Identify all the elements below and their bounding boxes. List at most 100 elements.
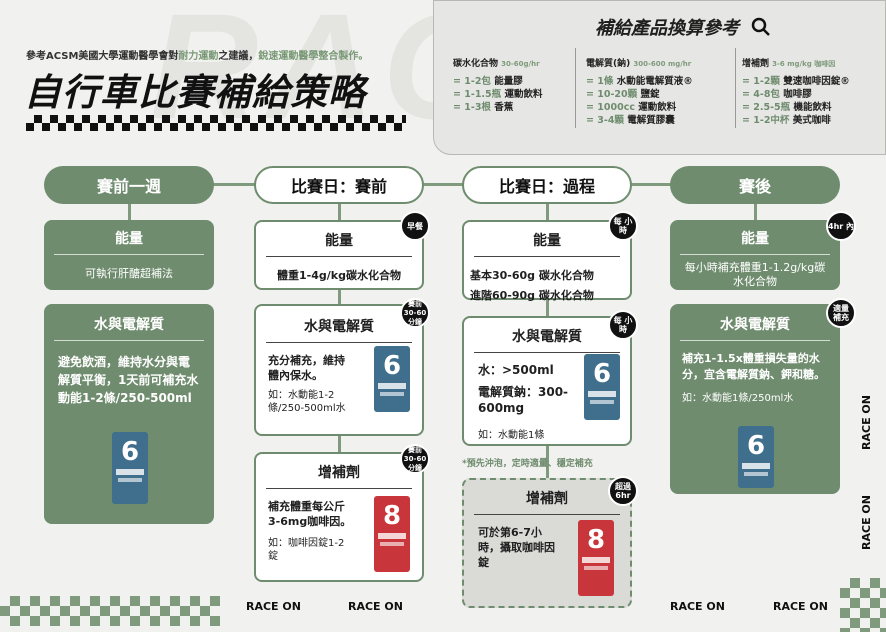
- race-on-label: RACE ON: [246, 600, 301, 613]
- race-on-vertical: RACE ON: [860, 495, 873, 550]
- page-title: 自行車比賽補給策略: [24, 72, 366, 113]
- stage-pre-week: 賽前一週: [44, 166, 214, 204]
- ref-row: = 1000cc 運動飲料: [586, 102, 677, 113]
- connector: [754, 204, 757, 220]
- card-title: 能量: [533, 233, 561, 249]
- ref-row: = 1條 水動能電解質液®: [586, 76, 693, 87]
- subtitle-text: 參考ACSM美國大學運動醫學會對: [26, 51, 179, 62]
- badge-breakfast: 早餐: [400, 211, 430, 241]
- ref-col-head: 電解質(鈉) 300-600 mg/hr: [586, 56, 736, 69]
- ref-unit: 3-6 mg/kg 咖啡因: [772, 60, 836, 68]
- ref-unit: 300-600 mg/hr: [633, 60, 692, 68]
- ref-col-supplement: 增補劑 3-6 mg/kg 咖啡因 = 1-2顆 雙速咖啡因錠® = 4-8包 …: [742, 56, 882, 127]
- divider: [266, 256, 412, 257]
- ref-row: = 1-2包 能量膠: [453, 76, 523, 87]
- reference-title-text: 補給產品換算參考: [595, 18, 739, 39]
- card-text: 進階60-90g 碳水化合物: [470, 289, 594, 302]
- divider: [474, 352, 620, 353]
- post-energy-card: 能量 每小時補充體重1-1.2g/kg碳水化合物: [670, 220, 840, 290]
- pre-week-energy-card: 能量 可執行肝醣超補法: [44, 220, 214, 290]
- race-during-water-card: 水與電解質 水：>500ml 電解質鈉：300-600mg 如：水動能1條 6: [462, 316, 632, 446]
- card-text: 可於第6-7小時，攝取咖啡因錠: [478, 526, 555, 569]
- product-box-electrolyte: 6: [584, 354, 620, 420]
- ref-row: = 10-20顆 鹽錠: [586, 89, 660, 100]
- badge-timing: 賽前 30-60 分鐘: [400, 444, 430, 474]
- card-title: 能量: [741, 231, 769, 247]
- ref-row: = 4-8包 咖啡膠: [742, 89, 812, 100]
- ref-head-text: 電解質(鈉): [586, 59, 631, 69]
- card-text: 每小時補充體重1-1.2g/kg碳水化合物: [684, 261, 826, 288]
- card-title: 增補劑: [526, 491, 568, 507]
- divider: [680, 254, 830, 255]
- post-water-card: 水與電解質 補充1-1.5x體重損失量的水分，宜含電解質鈉、鉀和糖。 如：水動能…: [670, 304, 840, 494]
- race-on-vertical: RACE ON: [860, 395, 873, 450]
- card-text: 電解質鈉：300-600mg: [478, 385, 569, 415]
- card-text: 補充體重每公斤3-6mg咖啡因。: [268, 500, 352, 528]
- checker-strip: [26, 115, 406, 131]
- checker-footer-left: [0, 596, 220, 626]
- badge-4hr: 4hr 內: [826, 211, 856, 241]
- stage-race-before: 比賽日：賽前: [254, 166, 424, 204]
- race-before-supplement-card: 增補劑 補充體重每公斤3-6mg咖啡因。 如：咖啡因錠1-2錠 8: [254, 452, 424, 582]
- ref-head-text: 增補劑: [742, 59, 770, 69]
- card-title: 能量: [325, 233, 353, 249]
- divider: [474, 514, 620, 515]
- card-title: 增補劑: [318, 465, 360, 481]
- card-title: 水與電解質: [720, 317, 790, 333]
- reference-panel: [433, 0, 886, 155]
- subtitle-text-2: 之建議，: [218, 51, 259, 62]
- card-example: 如：咖啡因錠1-2錠: [268, 538, 345, 562]
- card-title: 能量: [115, 231, 143, 247]
- card-example: 如：水動能1條: [478, 430, 545, 441]
- pre-week-water-card: 水與電解質 避免飲酒，維持水分與電解質平衡，1天前可補充水動能1-2條/250-…: [44, 304, 214, 524]
- ref-col-head: 碳水化合物 30-60g/hr: [453, 56, 578, 69]
- product-box-electrolyte: 6: [112, 432, 148, 504]
- card-text: 基本30-60g 碳水化合物: [470, 269, 594, 282]
- note-text: *預先沖泡，定時適量、穩定補充: [462, 459, 593, 469]
- ref-row: = 1-1.5瓶 運動飲料: [453, 89, 543, 100]
- stage-race-during: 比賽日：過程: [462, 166, 632, 204]
- badge-hourly: 每 小時: [608, 211, 638, 241]
- race-on-label: RACE ON: [670, 600, 725, 613]
- badge-timing: 賽前 30-60 分鐘: [400, 298, 430, 328]
- divider: [680, 340, 830, 341]
- ref-row: = 1-3根 香蕉: [453, 102, 514, 113]
- subtitle-highlight: 耐力運動: [178, 51, 219, 62]
- timeline-line: [100, 183, 780, 186]
- subtitle: 參考ACSM美國大學運動醫學會對耐力運動之建議，銳速運動醫學整合製作。: [26, 47, 368, 62]
- search-icon: [752, 17, 771, 36]
- ref-row: = 1-2中杯 美式咖啡: [742, 115, 831, 126]
- race-on-label: RACE ON: [773, 600, 828, 613]
- card-title: 水與電解質: [304, 319, 374, 335]
- divider: [266, 342, 412, 343]
- stage-post: 賽後: [670, 166, 840, 204]
- race-on-label: RACE ON: [348, 600, 403, 613]
- race-before-energy-card: 能量 體重1-4g/kg碳水化合物: [254, 220, 424, 290]
- divider: [266, 488, 412, 489]
- card-text: 避免飲酒，維持水分與電解質平衡，1天前可補充水動能1-2條/250-500ml: [58, 355, 199, 405]
- product-box-electrolyte: 6: [738, 426, 774, 488]
- product-box-caffeine: 8: [374, 496, 410, 572]
- card-text: 體重1-4g/kg碳水化合物: [277, 269, 401, 282]
- ref-col-carb: 碳水化合物 30-60g/hr = 1-2包 能量膠 = 1-1.5瓶 運動飲料…: [453, 56, 578, 114]
- card-text: 補充1-1.5x體重損失量的水分，宜含電解質鈉、鉀和糖。: [682, 352, 825, 381]
- subtitle-highlight-2: 銳速運動醫學整合製作。: [258, 51, 369, 62]
- ref-row: = 3-4顆 電解質膠囊: [586, 115, 675, 126]
- badge-over-6hr: 超過 6hr: [608, 476, 638, 506]
- ref-row: = 2.5-5瓶 機能飲料: [742, 102, 832, 113]
- ref-divider: [735, 48, 736, 128]
- divider: [54, 340, 204, 341]
- race-before-water-card: 水與電解質 充分補充，維持體內保水。 如：水動能1-2條/250-500ml水 …: [254, 304, 424, 436]
- card-example: 如：水動能1條/250ml水: [682, 393, 794, 404]
- ref-divider: [575, 48, 576, 128]
- ref-col-head: 增補劑 3-6 mg/kg 咖啡因: [742, 56, 882, 69]
- badge-moderate: 適量 補充: [826, 298, 856, 328]
- ref-unit: 30-60g/hr: [501, 60, 540, 68]
- reference-title: 補給產品換算參考: [595, 14, 771, 40]
- card-title: 水與電解質: [512, 329, 582, 345]
- race-during-energy-card: 能量 基本30-60g 碳水化合物 進階60-90g 碳水化合物: [462, 220, 632, 302]
- card-text: 充分補充，維持體內保水。: [268, 354, 345, 382]
- card-text: 可執行肝醣超補法: [85, 267, 173, 280]
- ref-head-text: 碳水化合物: [453, 59, 499, 69]
- checker-footer-right: [840, 578, 886, 632]
